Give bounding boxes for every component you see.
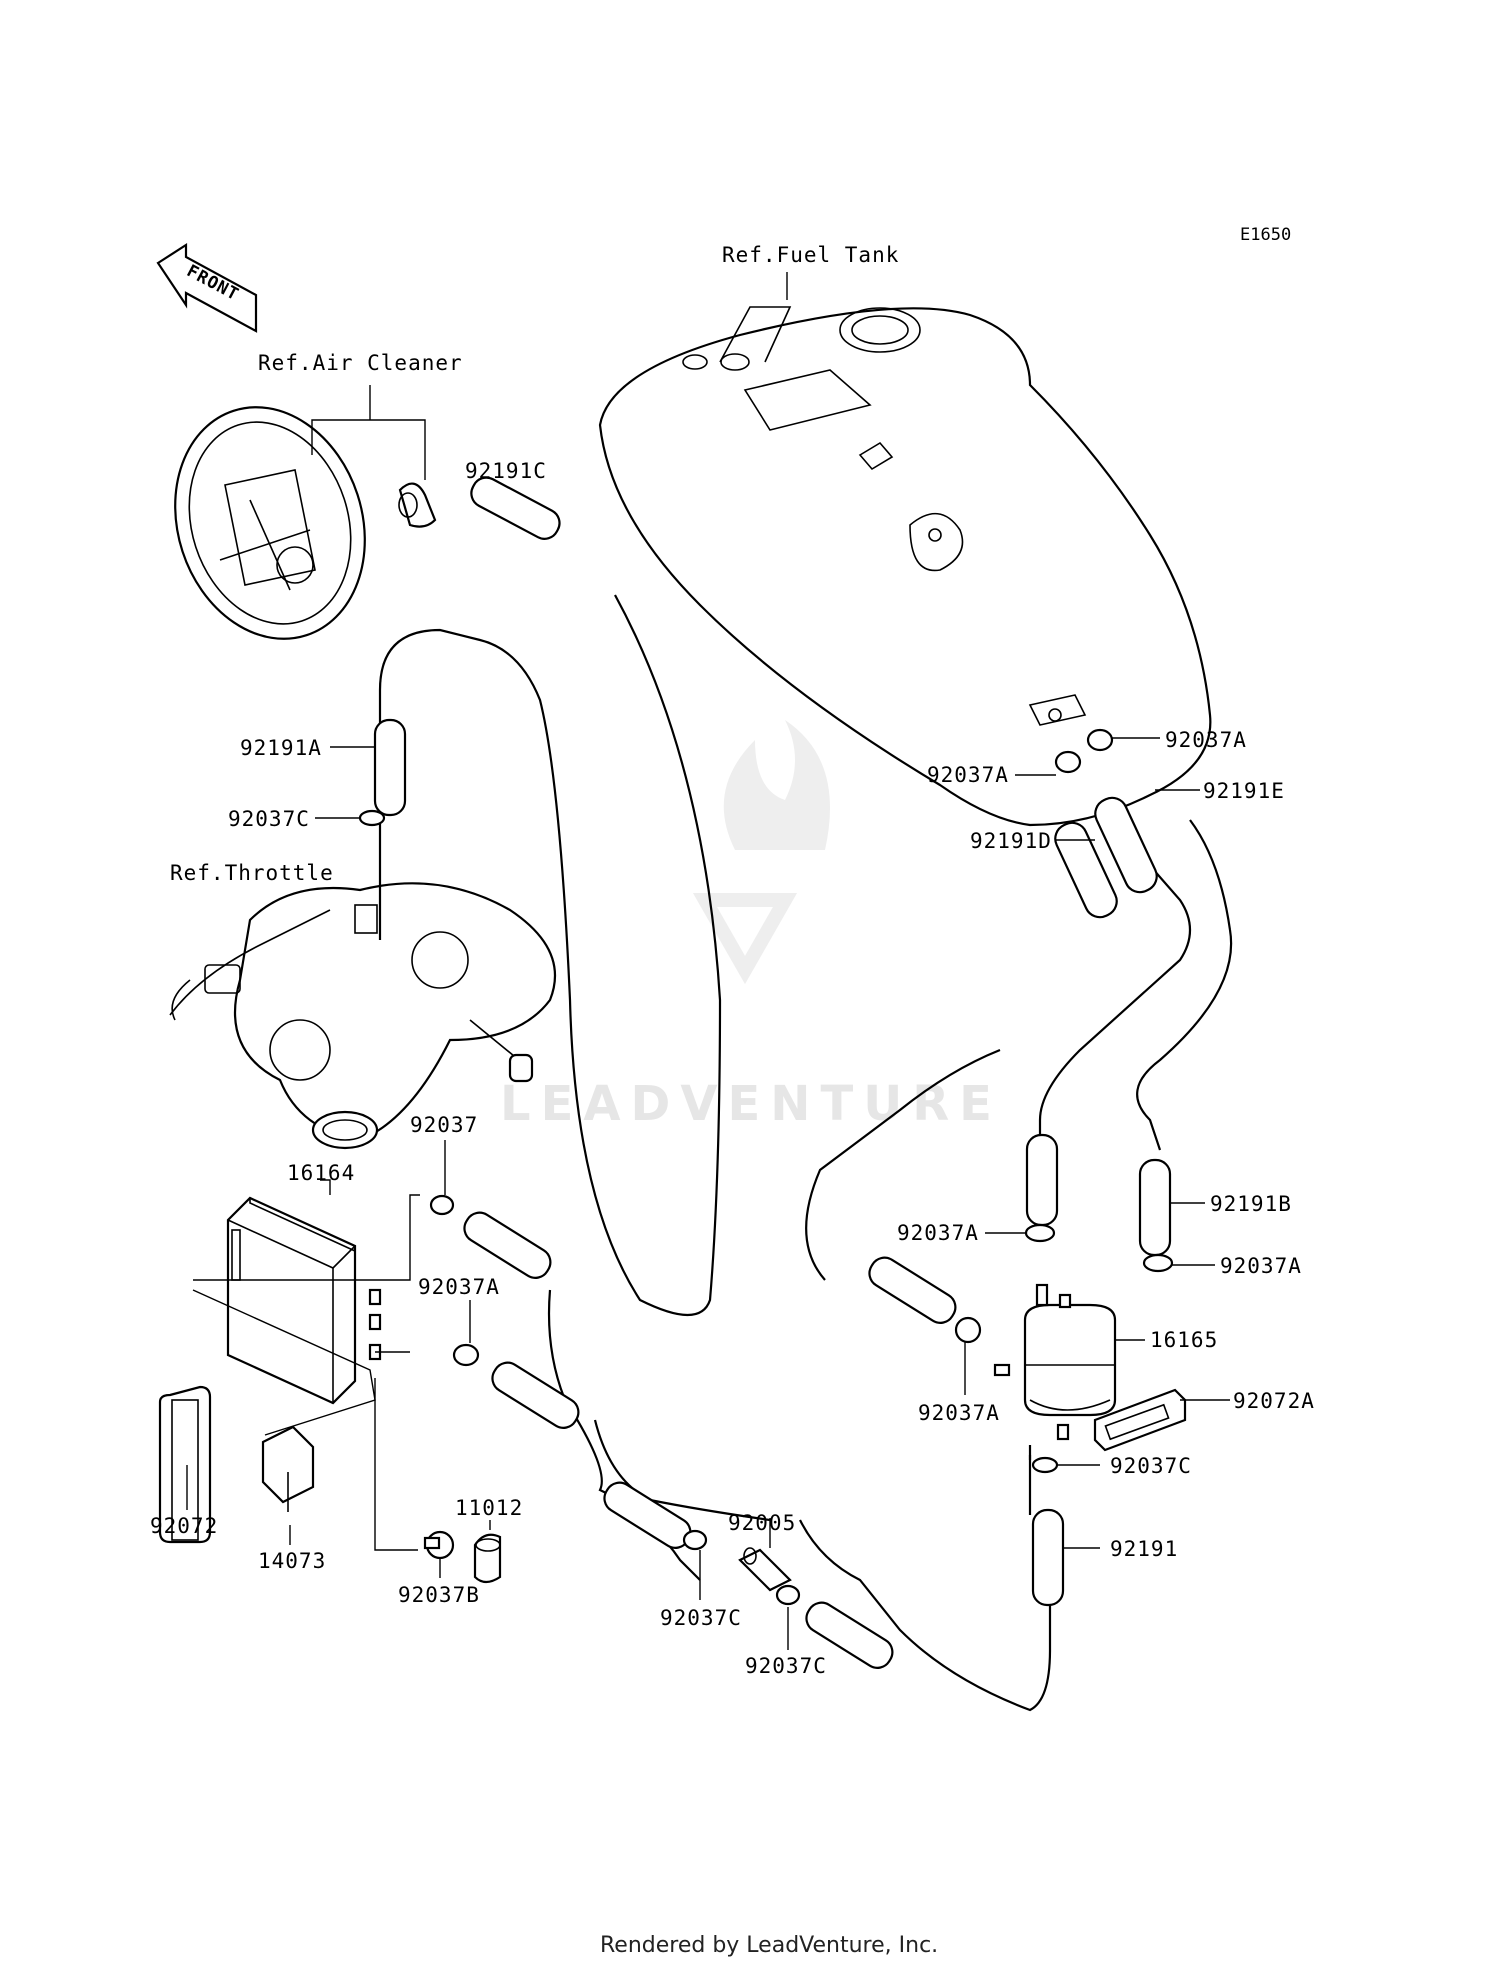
ref-throttle-label: Ref.Throttle [170,861,334,885]
fuel-tank [598,272,1212,827]
label-92037A-tank1: 92037A [1165,728,1247,752]
hose-92191E [1094,796,1158,894]
label-92037B: 92037B [398,1583,480,1607]
ref-fuel-tank-label: Ref.Fuel Tank [722,243,899,267]
bracket-92072A [1093,1388,1230,1452]
diagram-code: E1650 [1240,225,1291,245]
watermark-text: LEADVENTURE [500,1076,1002,1132]
label-92037C-top: 92037C [228,807,310,831]
label-92037: 92037 [410,1113,478,1137]
front-arrow-icon: FRONT [156,242,258,333]
label-92037A-filter3: 92037A [918,1401,1000,1425]
hose-92191 [1031,1508,1065,1607]
hose-canister-bottom [491,1361,580,1429]
label-14073: 14073 [258,1549,326,1573]
label-92072: 92072 [150,1514,218,1538]
hose-92191C [470,476,561,540]
cap-11012 [473,1520,502,1584]
fuel-filter-16165 [993,1283,1145,1441]
air-cleaner [174,385,437,640]
label-92037C-bottom1: 92037C [660,1606,742,1630]
hose-bottom-right [805,1601,894,1669]
label-92072A: 92072A [1233,1389,1315,1413]
canister-16164 [193,1179,420,1551]
clamp-92037B [423,1530,455,1578]
label-92191C: 92191C [465,459,547,483]
hose-92191D [1054,821,1118,919]
label-16164: 16164 [287,1161,355,1185]
leader-lines [315,737,1215,1650]
ref-air-cleaner-label: Ref.Air Cleaner [258,351,463,375]
footer-credit: Rendered by LeadVenture, Inc. [600,1933,938,1958]
clamp-icons [358,728,1174,1606]
label-92037A-tank2: 92037A [927,763,1009,787]
label-92191A: 92191A [240,736,322,760]
hose-filter-left [868,1256,957,1324]
hose-filter-top [1025,1133,1059,1227]
label-92005: 92005 [728,1511,796,1535]
label-92037C-filter: 92037C [1110,1454,1192,1478]
hose-92191A [373,718,407,817]
label-92037A-left: 92037A [418,1275,500,1299]
label-92037A-filter1: 92037A [897,1221,979,1245]
joint-92005 [738,1518,792,1592]
label-92191E: 92191E [1203,779,1285,803]
label-92191D: 92191D [970,829,1052,853]
label-92191: 92191 [1110,1537,1178,1561]
label-92037A-filter2: 92037A [1220,1254,1302,1278]
bracket-92072 [158,1289,376,1544]
label-11012: 11012 [455,1496,523,1520]
hose-bottom-left [603,1481,692,1549]
cover-14073 [261,1425,315,1545]
watermark: LEADVENTURE [500,720,1002,1132]
hose-lines [378,594,1233,1712]
label-92191B: 92191B [1210,1192,1292,1216]
hose-canister-top [463,1211,552,1279]
throttle-body [169,882,557,1150]
label-92037C-bottom2: 92037C [745,1654,827,1678]
hose-92191B [1138,1158,1172,1257]
label-16165: 16165 [1150,1328,1218,1352]
